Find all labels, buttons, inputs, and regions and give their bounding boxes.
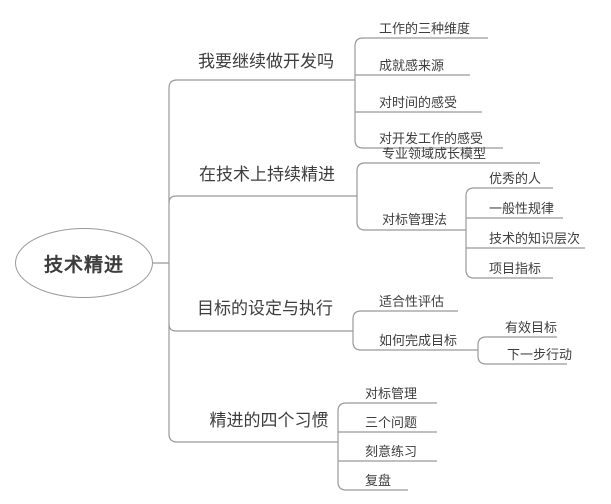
branch-4-child-4[interactable]: 复盘 bbox=[365, 473, 392, 488]
branch-2-child-1[interactable]: 专业领域成长模型 bbox=[382, 146, 487, 161]
branch-2-child-2-sub-2[interactable]: 一般性规律 bbox=[489, 201, 555, 216]
branch-1[interactable]: 我要继续做开发吗 bbox=[198, 52, 334, 71]
complete-goal-children-bracket bbox=[477, 336, 567, 365]
root-node[interactable]: 技术精进 bbox=[15, 228, 153, 298]
branch-1-child-2[interactable]: 成就感来源 bbox=[379, 58, 445, 73]
branch-2[interactable]: 在技术上持续精进 bbox=[199, 165, 335, 184]
branch-3-child-2-sub-2[interactable]: 下一步行动 bbox=[507, 347, 573, 362]
branch-3[interactable]: 目标的设定与执行 bbox=[197, 299, 333, 318]
branch-3-connector bbox=[168, 323, 353, 332]
branch-4-child-3[interactable]: 刻意练习 bbox=[365, 444, 418, 459]
branch-2-connector bbox=[168, 195, 357, 204]
branch-3-child-1[interactable]: 适合性评估 bbox=[379, 294, 445, 309]
branch-4-child-1[interactable]: 对标管理 bbox=[365, 386, 418, 401]
branch-2-child-2[interactable]: 对标管理法 bbox=[382, 212, 448, 227]
branch-1-child-3[interactable]: 对时间的感受 bbox=[379, 95, 458, 110]
branch-4[interactable]: 精进的四个习惯 bbox=[209, 411, 329, 430]
branch-1-child-1[interactable]: 工作的三种维度 bbox=[379, 21, 471, 36]
branch-2-children-bracket bbox=[356, 162, 540, 231]
branch-4-child-2[interactable]: 三个问题 bbox=[365, 415, 418, 430]
branch-2-child-2-sub-3[interactable]: 技术的知识层次 bbox=[489, 231, 581, 246]
branch-3-children-bracket bbox=[352, 310, 478, 351]
benchmark-method-children-bracket bbox=[465, 187, 585, 279]
branch-3-child-2-sub-1[interactable]: 有效目标 bbox=[505, 320, 558, 335]
branch-1-child-4[interactable]: 对开发工作的感受 bbox=[379, 131, 484, 146]
branch-2-child-2-sub-1[interactable]: 优秀的人 bbox=[489, 171, 542, 186]
branch-4-children-bracket bbox=[337, 402, 437, 491]
branch-1-children-bracket bbox=[354, 37, 503, 149]
branch-3-child-2[interactable]: 如何完成目标 bbox=[379, 333, 458, 348]
trunk-lower-connector bbox=[168, 263, 338, 443]
trunk-upper-connector bbox=[153, 79, 355, 264]
branch-2-child-2-sub-4[interactable]: 项目指标 bbox=[489, 261, 542, 276]
